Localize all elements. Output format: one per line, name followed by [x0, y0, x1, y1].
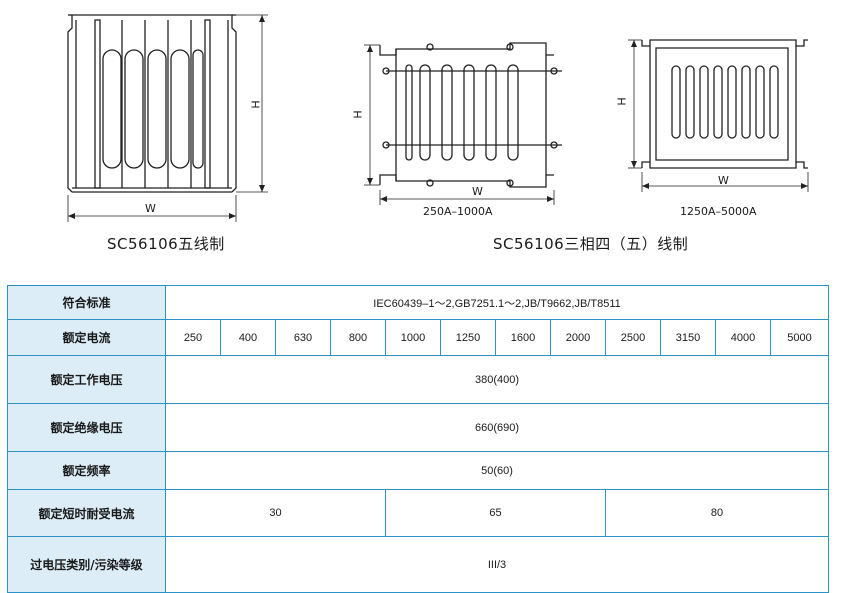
frequency-value: 50(60): [164, 451, 830, 490]
short-time-current-cell: 65: [385, 489, 606, 537]
working-voltage-value: 380(400): [164, 355, 830, 404]
table-row: 额定短时耐受电流 30 65 80: [7, 489, 830, 537]
row-label-frequency: 额定频率: [7, 451, 166, 490]
rated-current-cell: 2000: [550, 319, 606, 356]
small-three-phase-drawing: [364, 42, 562, 205]
overvoltage-value: III/3: [164, 536, 830, 593]
small-three-phase-range: 250A–1000A: [423, 205, 493, 218]
five-wire-caption: SC56106五线制: [107, 235, 225, 253]
table-row: 过电压类别/污染等级 III/3: [7, 536, 830, 593]
standard-value: IEC60439–1～2,GB7251.1～2,JB/T9662,JB/T851…: [164, 285, 830, 320]
short-time-current-cell: 30: [165, 489, 386, 537]
table-row: 额定频率 50(60): [7, 451, 830, 490]
small-three-phase-w-label: W: [472, 185, 483, 198]
rated-current-cell: 400: [220, 319, 276, 356]
row-label-insulation-voltage: 额定绝缘电压: [7, 403, 166, 452]
rated-current-cell: 5000: [769, 319, 830, 356]
small-three-phase-h-label: H: [351, 110, 365, 119]
large-three-phase-w-label: W: [718, 174, 729, 187]
row-label-rated-current: 额定电流: [7, 319, 166, 356]
rated-current-cell: 3150: [660, 319, 716, 356]
table-row: 额定工作电压 380(400): [7, 355, 830, 404]
five-wire-h-label: H: [249, 100, 263, 109]
three-phase-caption: SC56106三相四（五）线制: [493, 235, 689, 253]
five-wire-w-label: W: [145, 202, 156, 215]
row-label-overvoltage: 过电压类别/污染等级: [7, 536, 166, 593]
large-three-phase-h-label: H: [615, 97, 629, 106]
rated-current-cell: 1250: [440, 319, 496, 356]
table-row: 额定电流 250 400 630 800 1000 1250 1600 2000…: [7, 319, 830, 356]
rated-current-cell: 800: [330, 319, 386, 356]
row-label-short-time-current: 额定短时耐受电流: [7, 489, 166, 537]
rated-current-cell: 1000: [385, 319, 441, 356]
large-three-phase-range: 1250A–5000A: [680, 205, 757, 218]
five-wire-section-drawing: [67, 14, 268, 222]
rated-current-cell: 1600: [495, 319, 551, 356]
rated-current-cell: 2500: [605, 319, 661, 356]
short-time-current-cell: 80: [604, 489, 830, 537]
table-row: 额定绝缘电压 660(690): [7, 403, 830, 452]
spec-table: 符合标准 IEC60439–1～2,GB7251.1～2,JB/T9662,JB…: [7, 285, 830, 593]
large-three-phase-drawing: [628, 39, 809, 192]
insulation-voltage-value: 660(690): [164, 403, 830, 452]
table-row: 符合标准 IEC60439–1～2,GB7251.1～2,JB/T9662,JB…: [7, 285, 830, 320]
row-label-standard: 符合标准: [7, 285, 166, 320]
rated-current-cell: 250: [165, 319, 221, 356]
rated-current-cell: 630: [275, 319, 331, 356]
busway-drawings: H W SC56106五线制: [0, 0, 845, 280]
rated-current-cell: 4000: [715, 319, 771, 356]
row-label-working-voltage: 额定工作电压: [7, 355, 166, 404]
